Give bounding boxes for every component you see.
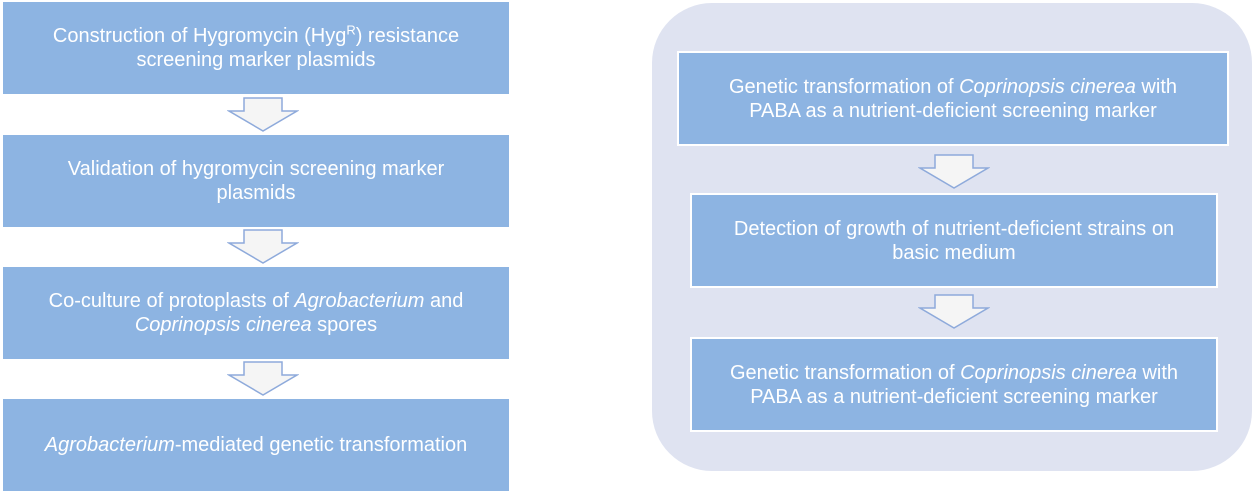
down-arrow-icon — [918, 154, 990, 189]
left-step-3-text: Co-culture of protoplasts of Agrobacteri… — [48, 290, 464, 336]
right-step-1-box: Genetic transformation of Coprinopsis ci… — [677, 51, 1229, 146]
left-step-4-text: Agrobacterium-mediated genetic transform… — [44, 434, 468, 456]
left-step-1-text: Construction of Hygromycin (HygR) resist… — [52, 22, 460, 71]
down-arrow-icon — [227, 361, 299, 396]
left-step-3-box: Co-culture of protoplasts of Agrobacteri… — [3, 267, 509, 359]
down-arrow-icon — [918, 294, 990, 329]
right-step-1-text: Genetic transformation of Coprinopsis ci… — [729, 75, 1177, 122]
left-step-2-text: Validation of hygromycin screening marke… — [67, 158, 445, 204]
right-step-3-box: Genetic transformation of Coprinopsis ci… — [690, 337, 1218, 432]
right-step-3-text: Genetic transformation of Coprinopsis ci… — [730, 361, 1178, 408]
down-arrow-icon — [227, 97, 299, 132]
left-step-4-box: Agrobacterium-mediated genetic transform… — [3, 399, 509, 491]
right-step-2-box: Detection of growth of nutrient-deficien… — [690, 193, 1218, 288]
left-step-2-box: Validation of hygromycin screening marke… — [3, 135, 509, 227]
left-step-1-box: Construction of Hygromycin (HygR) resist… — [3, 2, 509, 94]
down-arrow-icon — [227, 229, 299, 264]
right-step-2-text: Detection of growth of nutrient-deficien… — [733, 217, 1175, 264]
